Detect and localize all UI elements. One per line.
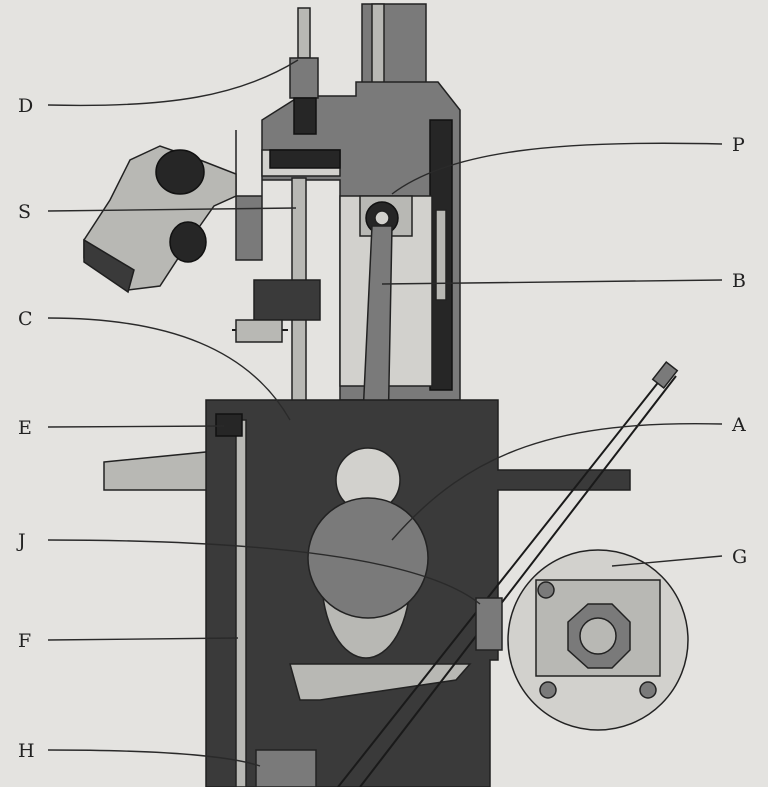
vertical-shaft bbox=[235, 419, 247, 787]
crankcase-flange-left bbox=[103, 451, 207, 491]
label-E: E bbox=[18, 417, 32, 439]
engine-drawing bbox=[83, 3, 689, 787]
leader-E bbox=[47, 425, 225, 428]
oil-sump bbox=[289, 663, 472, 701]
leader-J bbox=[47, 539, 481, 605]
dipstick bbox=[337, 369, 669, 787]
label-H: H bbox=[18, 740, 35, 762]
label-D: D bbox=[18, 95, 33, 117]
label-J: J bbox=[16, 530, 26, 552]
leader-G bbox=[611, 555, 723, 567]
leader-B bbox=[381, 279, 723, 285]
label-S: S bbox=[18, 201, 31, 223]
label-C: C bbox=[18, 308, 33, 330]
label-G: G bbox=[732, 546, 747, 568]
valve-spring bbox=[235, 319, 283, 343]
label-B: B bbox=[732, 270, 746, 292]
part-labels: D S C E J F H P B A G bbox=[16, 95, 747, 762]
leader-S bbox=[47, 207, 297, 212]
leader-lines bbox=[47, 59, 723, 767]
leader-F bbox=[47, 637, 239, 641]
leader-H bbox=[47, 749, 261, 767]
label-F: F bbox=[18, 630, 31, 652]
leader-C bbox=[47, 317, 291, 421]
label-A: A bbox=[731, 414, 746, 436]
spark-plug bbox=[297, 7, 311, 59]
bearing bbox=[475, 597, 503, 651]
leader-P bbox=[391, 142, 723, 195]
leader-D bbox=[47, 59, 299, 107]
label-P: P bbox=[732, 134, 745, 156]
leader-A bbox=[391, 422, 723, 541]
